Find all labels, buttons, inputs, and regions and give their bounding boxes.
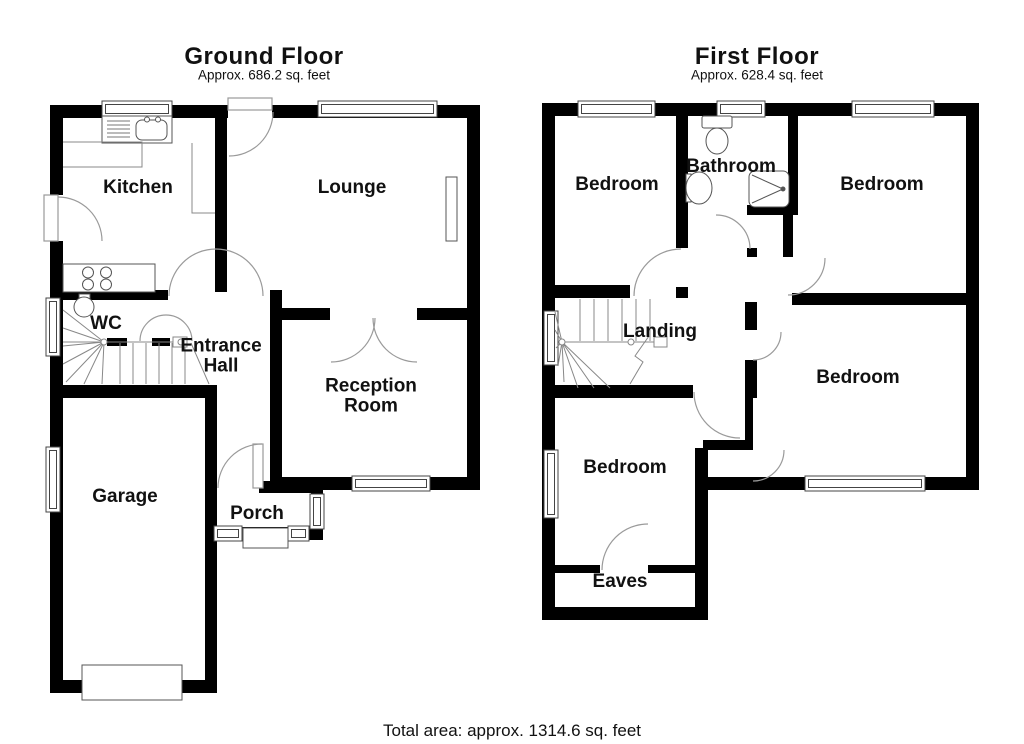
ground-stairs <box>62 309 210 385</box>
bathroom-sink-icon <box>685 171 713 205</box>
ground-floor-area: Approx. 686.2 sq. feet <box>197 67 331 83</box>
room-label-eaves: Eaves <box>592 571 648 593</box>
room-label-bathroom: Bathroom <box>686 156 776 178</box>
first-fixtures <box>685 115 790 208</box>
window <box>716 100 766 118</box>
first-floor-title: First Floor <box>694 43 820 70</box>
room-label-porch: Porch <box>230 503 284 525</box>
room-label-bedroom-front-left: Bedroom <box>575 174 659 196</box>
door-bedroom-front-right <box>787 257 826 296</box>
first-windows <box>543 100 935 519</box>
window <box>213 525 243 542</box>
wc-basin-icon <box>73 293 95 318</box>
window <box>45 297 61 357</box>
room-label-bedroom-back-left: Bedroom <box>583 457 667 479</box>
radiator <box>445 176 458 242</box>
room-label-bedroom-front-right: Bedroom <box>840 174 924 196</box>
total-area-label: Total area: approx. 1314.6 sq. feet <box>382 721 642 740</box>
room-label-wc: WC <box>90 313 122 335</box>
door-side-kitchen <box>43 194 103 242</box>
window <box>101 100 173 118</box>
room-label-reception-room: Reception Room <box>325 375 417 416</box>
arch-wc <box>139 314 193 342</box>
window <box>45 446 61 513</box>
window <box>851 100 935 118</box>
ground-floor-title: Ground Floor <box>184 43 344 70</box>
door-top <box>227 97 274 157</box>
room-label-landing: Landing <box>623 321 697 343</box>
stair-break-line <box>629 335 650 385</box>
room-label-lounge: Lounge <box>317 177 387 199</box>
room-label-garage: Garage <box>92 486 158 508</box>
door-bedroom-right-upper <box>752 331 782 361</box>
first-floor-plan <box>542 100 979 620</box>
porch-door <box>242 527 289 549</box>
shower-icon <box>748 170 790 208</box>
first-doors <box>601 214 826 571</box>
door-landing <box>693 391 741 439</box>
door-bathroom <box>715 214 751 250</box>
first-stairs <box>554 299 668 389</box>
room-label-kitchen: Kitchen <box>103 177 173 199</box>
window <box>543 449 559 519</box>
window <box>309 493 325 530</box>
first-floor-area: Approx. 628.4 sq. feet <box>690 67 824 83</box>
window <box>317 100 438 118</box>
door-bedroom-right-lower <box>752 449 785 482</box>
ground-windows <box>45 100 438 542</box>
kitchen-sink-icon <box>101 115 173 144</box>
hob-icon <box>62 263 156 293</box>
window <box>351 475 431 492</box>
double-door-reception <box>330 317 418 363</box>
room-label-bedroom-right: Bedroom <box>816 367 900 389</box>
kitchen-counter <box>63 141 215 214</box>
ground-doors <box>43 97 418 489</box>
ground-fixtures <box>62 115 458 701</box>
window <box>577 100 656 118</box>
ground-floor-plan <box>43 97 480 701</box>
toilet-icon <box>701 115 733 155</box>
door-eaves <box>601 523 649 571</box>
garage-door <box>81 664 183 701</box>
window <box>804 475 926 492</box>
room-label-entrance-hall: Entrance Hall <box>180 335 262 376</box>
door-bedroom-front-left <box>633 248 682 297</box>
front-door <box>217 443 264 489</box>
arch-kitchen-hall <box>168 248 264 297</box>
window <box>543 310 559 366</box>
window <box>287 525 310 542</box>
